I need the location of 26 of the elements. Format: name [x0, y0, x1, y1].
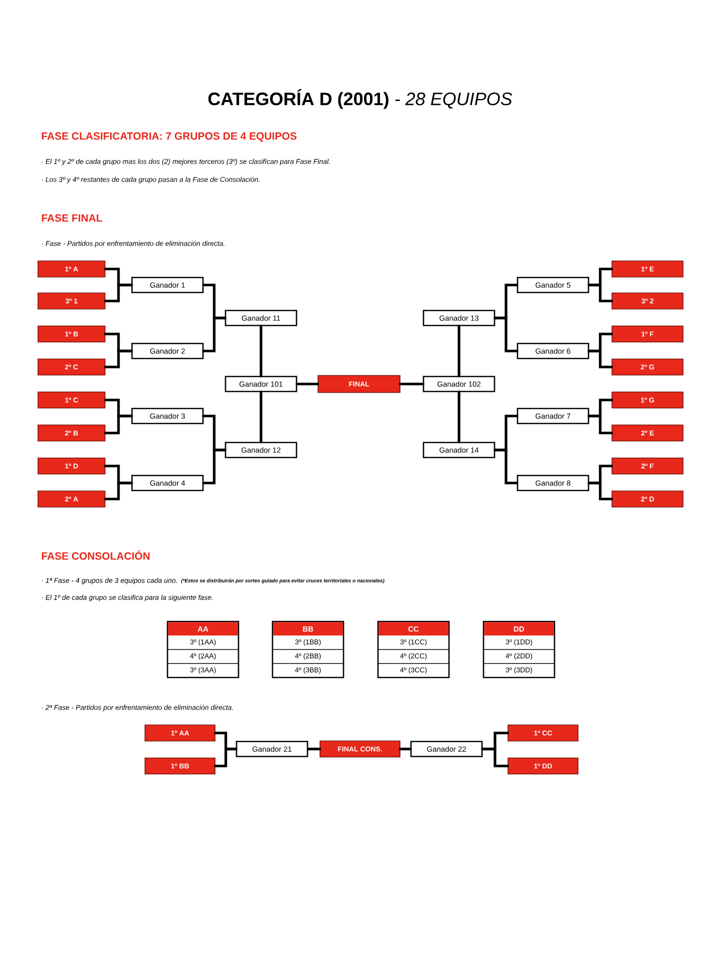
section-heading: FASE FINAL: [42, 214, 102, 222]
bracket-line: [104, 482, 133, 500]
bracket-line: [481, 748, 509, 768]
bracket-line: [399, 748, 412, 750]
bracket-line: [202, 316, 226, 352]
bracket-line: [588, 414, 613, 434]
bracket-line: [104, 414, 133, 434]
bracket-line: [458, 390, 460, 444]
bracket-line: [306, 748, 321, 750]
bracket-line: [202, 448, 226, 484]
bracket-line: [494, 448, 518, 484]
bracket-line: [494, 316, 518, 352]
bracket-line: [260, 390, 262, 444]
bracket-line: [399, 382, 424, 386]
bracket-line: [588, 284, 613, 302]
section-heading: FASE CLASIFICATORIA: 7 GRUPOS DE 4 EQUIPOS: [42, 132, 297, 142]
bracket-line: [588, 350, 613, 368]
bracket-line: [104, 350, 133, 368]
section-heading: FASE CONSOLACIÓN: [42, 550, 150, 560]
bracket-line: [458, 324, 460, 378]
bracket-line: [588, 482, 613, 500]
title: CATEGORÍA D (2001) - 28 EQUIPOS: [208, 89, 512, 109]
bracket-line: [260, 324, 262, 378]
bracket-line: [214, 748, 238, 768]
bracket-line: [296, 382, 319, 386]
bracket-line: [104, 284, 133, 302]
